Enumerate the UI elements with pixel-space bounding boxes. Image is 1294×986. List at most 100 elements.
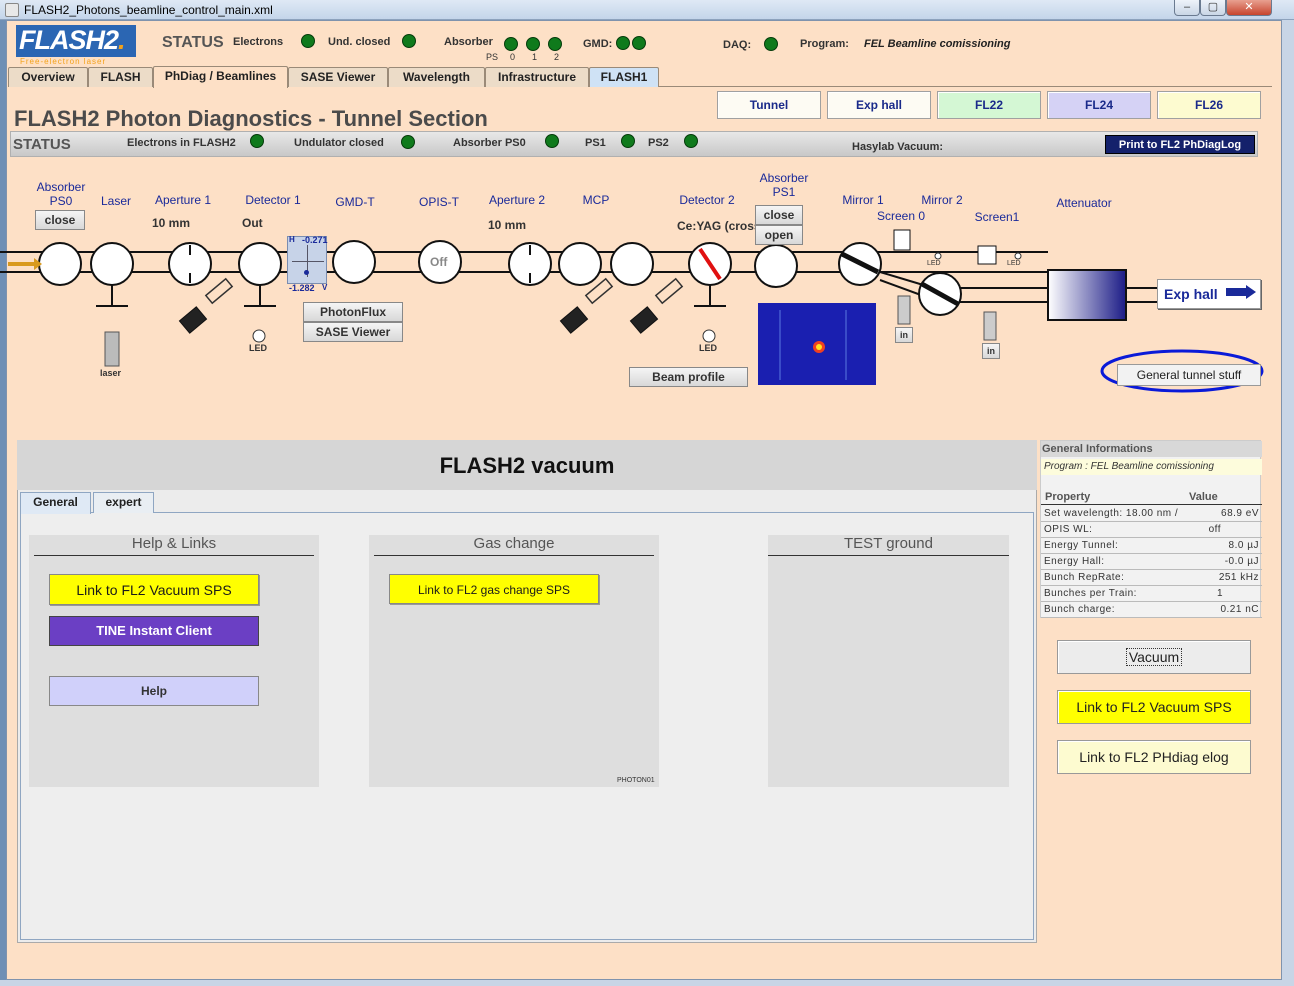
vacuum-tab-general[interactable]: General <box>20 492 91 514</box>
info-row: Bunches per Train: 1 <box>1041 586 1262 602</box>
screen0-led-label: LED <box>927 260 941 267</box>
screen1-in-button[interactable]: in <box>982 343 1000 359</box>
laser-stick-label: laser <box>100 368 122 378</box>
v-value: -1.282 <box>289 283 315 293</box>
info-row: Energy Tunnel:8.0 µJ <box>1041 538 1262 554</box>
detector2-led-label: LED <box>699 343 717 353</box>
absorber-ps0-chamber <box>38 242 82 286</box>
link-fl2-vacuum-sps-button[interactable]: Link to FL2 Vacuum SPS <box>49 574 259 605</box>
vacuum-panel-header <box>17 440 1037 490</box>
info-key: Bunches per Train: <box>1044 588 1137 599</box>
detector2-title: Detector 2 <box>679 193 735 207</box>
beam-profile-button[interactable]: Beam profile <box>629 367 748 387</box>
nav-tunnel-button[interactable]: Tunnel <box>717 91 821 119</box>
info-col-property: Property <box>1045 491 1091 503</box>
screen1-led-label: LED <box>1007 260 1021 267</box>
general-tunnel-stuff-button[interactable]: General tunnel stuff <box>1117 364 1261 386</box>
help-links-group: Help & Links <box>29 535 319 787</box>
screen0-in-button[interactable]: in <box>895 327 913 343</box>
info-key: OPIS WL: <box>1044 524 1093 535</box>
absorber-ps1-title: Absorber PS1 <box>759 171 809 199</box>
ps1-label: 1 <box>532 52 538 62</box>
detector1-led-label: LED <box>249 343 267 353</box>
window-border <box>1282 20 1294 986</box>
info-row: Energy Hall:-0.0 µJ <box>1041 554 1262 570</box>
tab-sase-viewer[interactable]: SASE Viewer <box>288 67 388 87</box>
info-key: Energy Tunnel: <box>1044 540 1119 551</box>
nav-fl26-button[interactable]: FL26 <box>1157 91 1261 119</box>
absorber-ps1-open-button[interactable]: open <box>755 225 803 245</box>
ps1-status-label: PS1 <box>585 137 606 149</box>
absorber-ps2-led <box>548 37 562 51</box>
ps2-label: 2 <box>554 52 560 62</box>
status-title: STATUS <box>13 136 71 153</box>
tab-overview[interactable]: Overview <box>8 67 88 87</box>
arrow-right-head <box>1246 285 1256 299</box>
aperture1-value: 10 mm <box>152 216 191 230</box>
minimize-button[interactable]: – <box>1174 0 1200 16</box>
exp-hall-arrow-button[interactable]: Exp hall <box>1157 279 1261 309</box>
position-crosshair-widget: H -0.271 -1.282 V <box>287 235 328 293</box>
test-ground-group: TEST ground <box>768 535 1009 787</box>
nav-exp-hall-button[interactable]: Exp hall <box>827 91 931 119</box>
close-window-button[interactable]: ✕ <box>1226 0 1272 16</box>
tab-infrastructure[interactable]: Infrastructure <box>485 67 589 87</box>
print-to-log-button[interactable]: Print to FL2 PhDiagLog <box>1105 135 1255 154</box>
absorber-label: Absorber <box>444 36 493 48</box>
nav-fl22-button[interactable]: FL22 <box>937 91 1041 119</box>
tab-flash1[interactable]: FLASH1 <box>589 67 659 87</box>
aperture2-title: Aperture 2 <box>488 193 546 207</box>
mcp-title: MCP <box>582 193 610 207</box>
absorber-ps1-close-button[interactable]: close <box>755 205 803 225</box>
info-row: Set wavelength: 18.00 nm /68.9 eV <box>1041 506 1262 522</box>
crosshair-horizontal <box>292 261 324 262</box>
help-button[interactable]: Help <box>49 676 259 706</box>
detector1-title: Detector 1 <box>245 193 301 207</box>
photonflux-button[interactable]: PhotonFlux <box>303 302 403 322</box>
sase-viewer-button[interactable]: SASE Viewer <box>303 322 403 342</box>
info-value: 68.9 eV <box>1221 508 1259 519</box>
laser-title: Laser <box>100 194 132 208</box>
und-closed-led <box>402 34 416 48</box>
tab-phdiag-beamlines[interactable]: PhDiag / Beamlines <box>153 66 288 88</box>
info-col-value: Value <box>1189 491 1218 503</box>
info-value: 251 kHz <box>1218 572 1259 583</box>
absorber-ps0-status-label: Absorber PS0 <box>453 137 526 149</box>
vacuum-button-label: Vacuum <box>1125 648 1183 666</box>
gmd-t-title: GMD-T <box>335 195 375 209</box>
mirror2-title: Mirror 2 <box>921 193 963 207</box>
nav-fl24-button[interactable]: FL24 <box>1047 91 1151 119</box>
tab-wavelength[interactable]: Wavelength <box>388 67 485 87</box>
absorber-ps1-led <box>526 37 540 51</box>
general-info-program: Program : FEL Beamline comissioning <box>1041 459 1262 475</box>
h-value: -0.271 <box>302 235 328 245</box>
right-link-fl2-vacuum-sps-button[interactable]: Link to FL2 Vacuum SPS <box>1057 690 1251 724</box>
gmd-t-chamber <box>332 240 376 284</box>
test-ground-heading: TEST ground <box>768 535 1009 556</box>
header-status-label: STATUS <box>162 34 224 51</box>
undulator-closed-label: Undulator closed <box>294 137 384 149</box>
attenuator-block <box>1047 269 1127 321</box>
link-fl2-phdiag-elog-button[interactable]: Link to FL2 PHdiag elog <box>1057 740 1251 774</box>
info-value: 1 <box>1216 588 1223 599</box>
beamline-schematic <box>0 229 1264 393</box>
tab-flash[interactable]: FLASH <box>88 67 153 87</box>
mcp-chamber-2 <box>610 242 654 286</box>
program-label: Program: <box>800 38 849 50</box>
maximize-button[interactable]: ▢ <box>1200 0 1226 16</box>
info-row: Bunch RepRate:251 kHz <box>1041 570 1262 586</box>
tine-instant-client-button[interactable]: TINE Instant Client <box>49 616 259 646</box>
absorber-ps0-close-button[interactable]: close <box>35 210 85 230</box>
undulator-closed-led <box>401 135 415 149</box>
absorber-ps0-status-led <box>545 134 559 148</box>
info-value: -0.0 µJ <box>1224 556 1259 567</box>
absorber-ps1-chamber <box>754 244 798 288</box>
vacuum-button[interactable]: Vacuum <box>1057 640 1251 674</box>
info-row: Bunch charge:0.21 nC <box>1041 602 1262 618</box>
link-fl2-gas-change-sps-button[interactable]: Link to FL2 gas change SPS <box>389 574 599 604</box>
aperture2-chamber <box>508 242 552 286</box>
vacuum-tab-expert[interactable]: expert <box>93 492 154 513</box>
vacuum-title: FLASH2 vacuum <box>439 453 615 478</box>
v-label: V <box>322 283 328 292</box>
screen1-title: Screen1 <box>974 210 1020 224</box>
